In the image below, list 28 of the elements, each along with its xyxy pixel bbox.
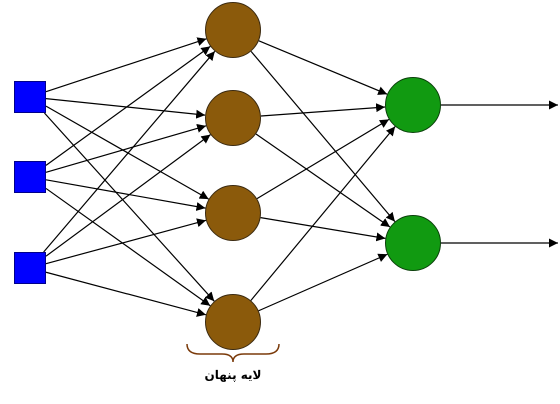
arrow [46, 218, 206, 264]
input-square [14, 161, 46, 193]
arrow [250, 51, 396, 222]
arrow [44, 112, 215, 302]
arrow [43, 50, 216, 252]
neuron-circle [205, 90, 261, 146]
input-square [14, 81, 46, 113]
arrow [258, 254, 388, 312]
arrow [441, 100, 558, 110]
arrow [46, 37, 207, 92]
arrow [258, 40, 388, 95]
arrow [46, 179, 206, 211]
arrow [260, 103, 386, 117]
arrow [256, 133, 390, 228]
arrow [46, 134, 211, 257]
arrow [250, 126, 396, 301]
arrow [46, 46, 211, 166]
arrow [260, 217, 386, 242]
arrow [46, 124, 206, 173]
neuron-circle [205, 294, 261, 350]
arrow [46, 188, 211, 306]
arrow [256, 118, 390, 200]
input-square [14, 252, 46, 284]
arrow [46, 272, 206, 317]
arrow [46, 98, 206, 119]
arrow [46, 106, 209, 200]
arrow [441, 238, 558, 248]
layer-label: لایه پنهان [204, 368, 262, 382]
